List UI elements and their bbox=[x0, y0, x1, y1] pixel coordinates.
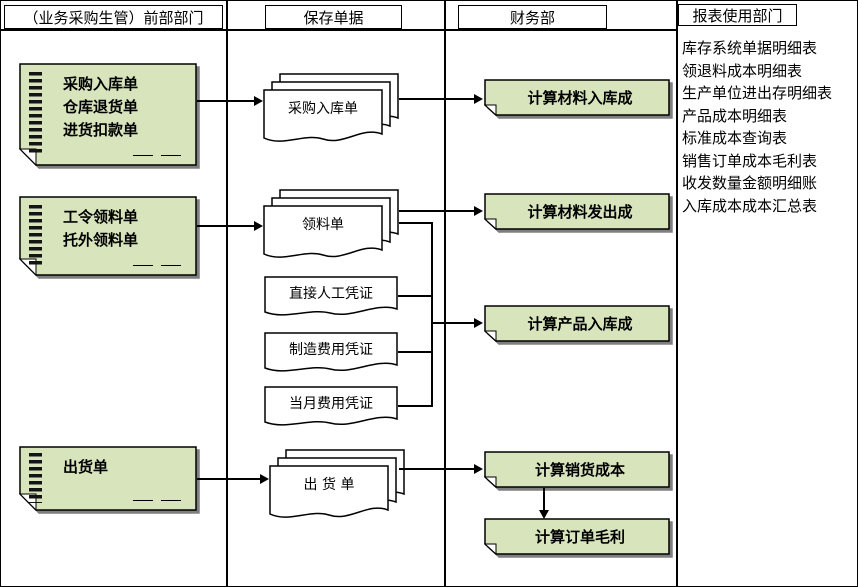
connector-doc2-to-bus bbox=[399, 222, 433, 224]
process-label: 计算材料入库成 bbox=[527, 88, 633, 107]
arrowhead bbox=[474, 206, 483, 216]
report-item: 销售订单成本毛利表 bbox=[682, 151, 818, 170]
lane-header-label: 报表使用部门 bbox=[692, 6, 783, 25]
doc-label: 当月费用凭证 bbox=[289, 396, 373, 412]
arrow-doc6-to-proc4 bbox=[399, 468, 474, 470]
arrowhead bbox=[254, 221, 263, 231]
process-label: 计算材料发出成 bbox=[527, 202, 633, 221]
lane-header-save-docs: 保存单据 bbox=[265, 5, 402, 29]
process-calc-order-gross-profit: 计算订单毛利 bbox=[484, 518, 670, 555]
header-underline bbox=[1, 29, 676, 31]
arrow-bus-to-proc3 bbox=[431, 322, 474, 324]
lane-header-finance-dept: 财务部 bbox=[458, 5, 607, 29]
process-calc-sales-cost: 计算销货成本 bbox=[484, 451, 670, 488]
process-calc-material-inbound-cost: 计算材料入库成 bbox=[484, 79, 670, 116]
spiral-binding-icon bbox=[29, 205, 42, 265]
process-calc-material-issue-cost: 计算材料发出成 bbox=[484, 193, 670, 230]
lane-header-report-users-dept: 报表使用部门 bbox=[678, 4, 797, 26]
signature-lines bbox=[133, 155, 181, 156]
lane-divider-2 bbox=[444, 1, 446, 586]
lane-divider-1 bbox=[226, 1, 228, 586]
note-purchase-docs: 采购入库单 仓库退货单 进货扣款单 bbox=[19, 63, 197, 166]
lane-header-front-dept: （业务采购生管）前部部门 bbox=[4, 5, 223, 29]
doc-label: 出 货 单 bbox=[303, 477, 355, 493]
signature-lines bbox=[133, 265, 181, 266]
report-item: 库存系统单据明细表 bbox=[682, 39, 818, 57]
connector-voucher2-to-bus bbox=[398, 351, 433, 353]
arrowhead bbox=[254, 96, 263, 106]
arrowhead bbox=[474, 318, 483, 328]
report-list: 库存系统单据明细表 领退料成本明细表 生产单位进出存明细表 产品成本明细表 标准… bbox=[682, 37, 832, 217]
doc-stack-material-requisition: 领料单 bbox=[263, 189, 401, 263]
arrow-note3-to-doc6 bbox=[197, 478, 260, 480]
note-requisition-docs: 工令领料单 托外领料单 bbox=[19, 196, 197, 276]
arrow-proc4-to-proc5 bbox=[543, 488, 545, 511]
doc-label: 采购入库单 bbox=[288, 101, 358, 117]
arrow-note1-to-doc1 bbox=[197, 100, 254, 102]
note-shipment-doc: 出货单 bbox=[19, 446, 197, 511]
arrow-doc2-to-proc2 bbox=[399, 210, 474, 212]
note-line: 托外领料单 bbox=[63, 231, 139, 249]
doc-voucher-manufacturing-expense: 制造费用凭证 bbox=[264, 332, 398, 376]
note-line: 出货单 bbox=[63, 458, 109, 476]
signature-lines bbox=[133, 500, 181, 501]
lane-header-label: 财务部 bbox=[509, 8, 555, 27]
arrowhead bbox=[539, 510, 549, 519]
arrow-note2-to-doc2 bbox=[197, 225, 254, 227]
spiral-binding-icon bbox=[29, 453, 42, 503]
arrowhead bbox=[474, 94, 483, 104]
note-line: 进货扣款单 bbox=[63, 121, 139, 139]
report-item: 入库成本成本汇总表 bbox=[682, 196, 818, 215]
note-line: 采购入库单 bbox=[63, 75, 139, 93]
connector-voucher3-to-bus bbox=[398, 405, 433, 407]
doc-voucher-monthly-expense: 当月费用凭证 bbox=[264, 386, 398, 430]
lane-divider-3 bbox=[676, 1, 678, 586]
arrowhead bbox=[260, 474, 269, 484]
report-item: 标准成本查询表 bbox=[682, 129, 788, 147]
arrowhead bbox=[474, 464, 483, 474]
lane-header-label: （业务采购生管）前部部门 bbox=[23, 8, 204, 27]
connector-voucher1-to-bus bbox=[398, 295, 433, 297]
spiral-binding-icon bbox=[29, 72, 42, 154]
arrow-doc1-to-proc1 bbox=[399, 98, 474, 100]
process-label: 计算订单毛利 bbox=[534, 527, 625, 546]
note-line: 仓库退货单 bbox=[63, 98, 139, 116]
report-item: 产品成本明细表 bbox=[682, 106, 788, 125]
report-item: 领退料成本明细表 bbox=[682, 61, 803, 80]
doc-stack-purchase-receipt: 采购入库单 bbox=[263, 73, 401, 147]
process-calc-product-inbound-cost: 计算产品入库成 bbox=[484, 305, 670, 342]
process-label: 计算产品入库成 bbox=[527, 314, 633, 333]
doc-voucher-direct-labor: 直接人工凭证 bbox=[264, 276, 398, 320]
connector-bus-vertical bbox=[431, 222, 433, 407]
note-line: 工令领料单 bbox=[63, 208, 139, 226]
doc-label: 制造费用凭证 bbox=[289, 342, 373, 358]
doc-stack-shipment-order: 出 货 单 bbox=[269, 449, 407, 523]
doc-label: 直接人工凭证 bbox=[289, 286, 373, 302]
report-item: 生产单位进出存明细表 bbox=[682, 84, 833, 102]
lane-header-label: 保存单据 bbox=[303, 8, 364, 27]
process-label: 计算销货成本 bbox=[534, 460, 625, 479]
report-item: 收发数量金额明细账 bbox=[682, 174, 818, 192]
doc-label: 领料单 bbox=[302, 217, 344, 233]
